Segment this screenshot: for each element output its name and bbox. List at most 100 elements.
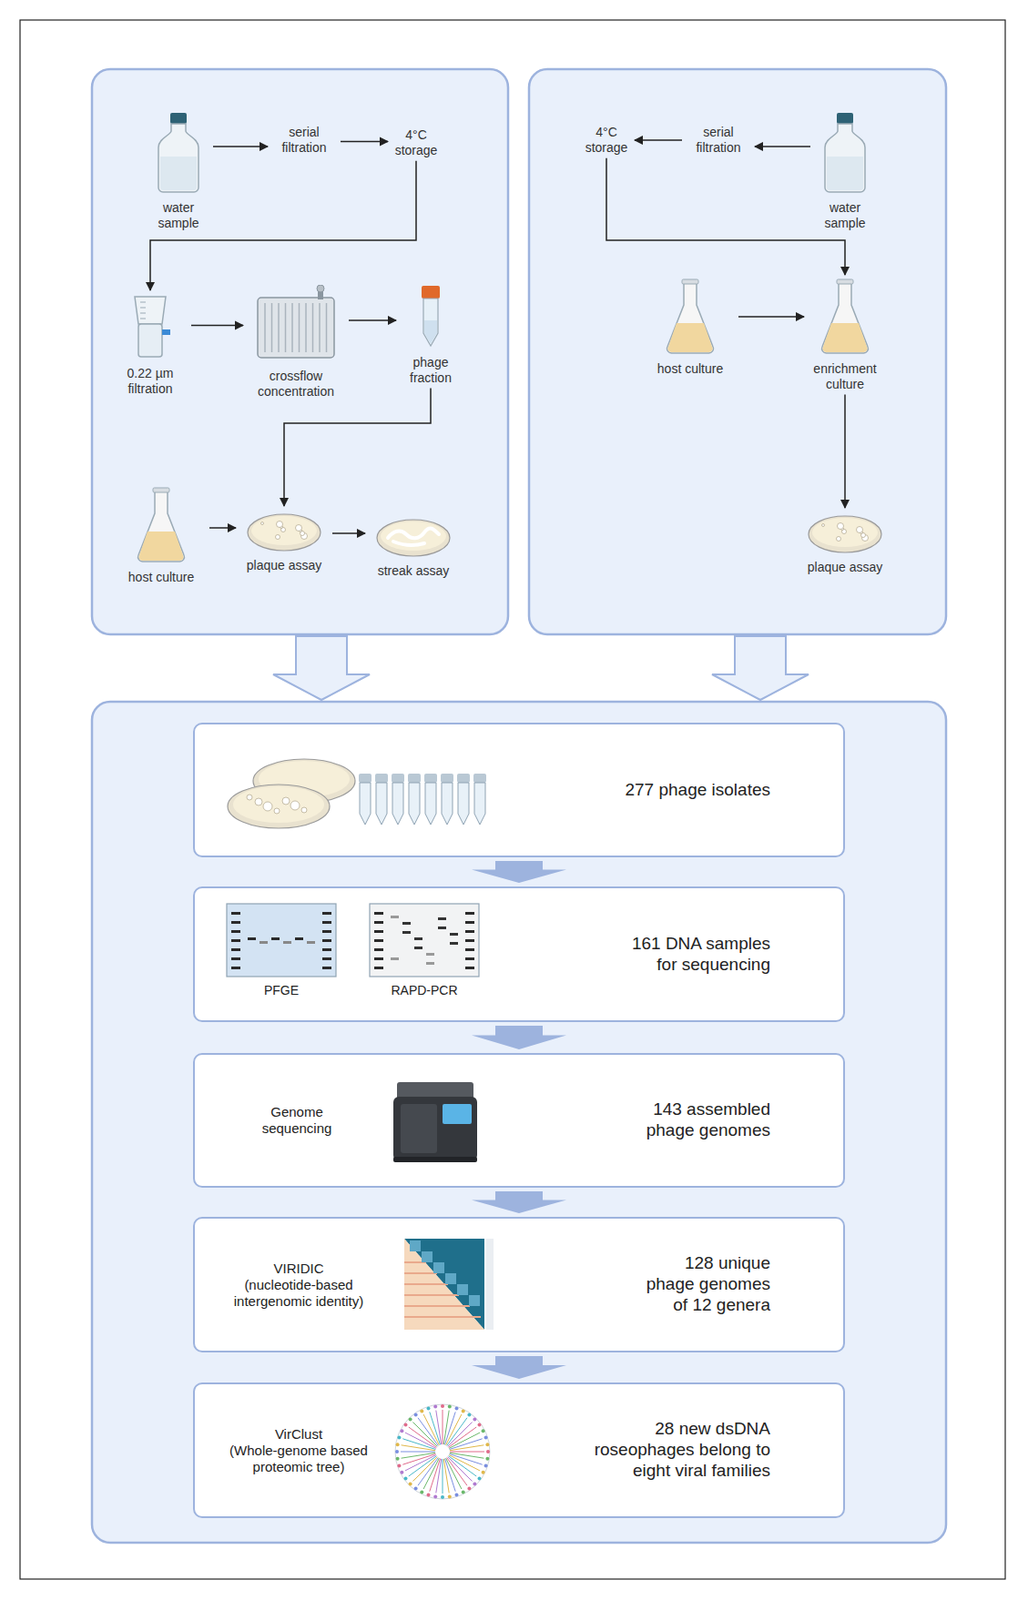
- flow-arrow: [738, 315, 805, 318]
- icon-part: [414, 937, 423, 941]
- process-step: crossflow concentration: [245, 284, 347, 400]
- icon-part: [404, 1316, 481, 1319]
- stage-illustration: [222, 737, 496, 849]
- icon-part: [225, 903, 337, 978]
- process-step: serial filtration: [270, 124, 338, 156]
- icon-part: [455, 1406, 459, 1411]
- icon-part: [291, 303, 294, 353]
- icon-part: [427, 1494, 431, 1498]
- step-label: host culture: [115, 569, 207, 586]
- icon-part: [140, 302, 146, 304]
- icon-part: [396, 1443, 400, 1447]
- icon-part: [461, 1409, 466, 1414]
- icon-part: [152, 488, 170, 493]
- icon-part: [404, 1305, 470, 1308]
- icon-part: [376, 783, 387, 825]
- icon-part: [322, 966, 332, 970]
- icon-part: [277, 303, 280, 353]
- icon-part: [316, 284, 325, 293]
- icon-part: [358, 773, 372, 784]
- icon-part: [473, 773, 487, 784]
- icon-part: [478, 1476, 482, 1481]
- icon-part: [374, 939, 384, 943]
- icon-part: [836, 112, 854, 124]
- flow-arrow: [471, 1356, 567, 1380]
- process-step: host culture: [115, 486, 207, 586]
- icon-part: [821, 111, 869, 195]
- icon-part: [374, 912, 384, 916]
- stage-text: (nucleotide-based intergenomic identity): [213, 1277, 385, 1311]
- icon-part: [138, 531, 184, 561]
- icon-part: [261, 522, 265, 526]
- icon-part: [391, 773, 405, 784]
- process-step: serial filtration: [684, 124, 753, 156]
- icon-part: [251, 516, 317, 546]
- stage-text: 161 DNA samples for sequencing: [624, 934, 771, 977]
- icon-part: [247, 514, 321, 551]
- icon-part: [472, 1418, 477, 1423]
- icon-part: [457, 1284, 469, 1296]
- block-arrow: [273, 636, 370, 701]
- icon-part: [400, 1235, 496, 1336]
- icon-part: [856, 527, 864, 534]
- panel: [529, 69, 947, 635]
- icon-part: [465, 939, 475, 943]
- icon-part: [458, 783, 469, 825]
- icon-part: [824, 123, 866, 193]
- step-label: phage fraction: [398, 355, 463, 387]
- flow-arrow: [332, 532, 366, 535]
- icon-part: [275, 535, 281, 540]
- icon-part: [442, 1459, 444, 1495]
- icon-part: [387, 529, 439, 547]
- icon-part: [836, 279, 854, 285]
- icon-part: [467, 1487, 471, 1492]
- icon-part: [443, 1459, 449, 1495]
- icon-part: [231, 966, 241, 970]
- icon-part: [380, 521, 447, 551]
- process-step: phage fraction: [398, 284, 463, 387]
- step-label: enrichment culture: [806, 361, 884, 393]
- icon-part: [154, 111, 203, 195]
- stage-text: (Whole-genome based proteomic tree): [213, 1443, 385, 1476]
- icon-part: [318, 303, 321, 353]
- icon-part: [417, 1418, 438, 1447]
- icon-part: [414, 1414, 418, 1418]
- icon-part: [263, 802, 273, 812]
- icon-part: [826, 156, 864, 191]
- icon-part: [667, 281, 714, 354]
- icon-part: [421, 285, 440, 299]
- icon-part: [408, 1482, 413, 1487]
- process-step: streak assay: [367, 514, 459, 580]
- icon-part: [468, 1295, 480, 1307]
- step-label: water sample: [813, 200, 877, 232]
- flow-arrow: [340, 141, 388, 143]
- icon-part: [158, 123, 199, 193]
- flow-arrow: [213, 145, 268, 148]
- step-label: 0.22 µm filtration: [111, 366, 189, 397]
- flow-arrow: [348, 319, 397, 322]
- icon-part: [282, 797, 290, 805]
- icon-part: [474, 783, 486, 825]
- icon-part: [401, 1453, 437, 1459]
- icon-part: [374, 921, 384, 925]
- flow-arrow: [191, 325, 244, 327]
- icon-part: [395, 1404, 490, 1500]
- icon-part: [465, 930, 475, 934]
- step-label: serial filtration: [270, 124, 338, 156]
- step-label: host culture: [644, 361, 736, 377]
- stage-text: 28 new dsDNA roseophages belong to eight…: [579, 1419, 771, 1482]
- icon-part: [433, 1262, 445, 1274]
- process-step: 4°C storage: [390, 127, 442, 159]
- icon-part: [467, 1414, 471, 1418]
- stage-text: RAPD-PCR: [365, 983, 484, 999]
- icon-part: [400, 1452, 436, 1454]
- icon-part: [433, 1495, 438, 1499]
- icon-part: [140, 307, 146, 309]
- text-group: VirClust(Whole-genome based proteomic tr…: [213, 1384, 385, 1517]
- icon-part: [271, 937, 280, 941]
- stage-illustration: [368, 903, 480, 982]
- icon-part: [426, 953, 435, 957]
- step-icon: [245, 508, 323, 553]
- icon-part: [290, 801, 300, 811]
- icon-part: [393, 1157, 478, 1163]
